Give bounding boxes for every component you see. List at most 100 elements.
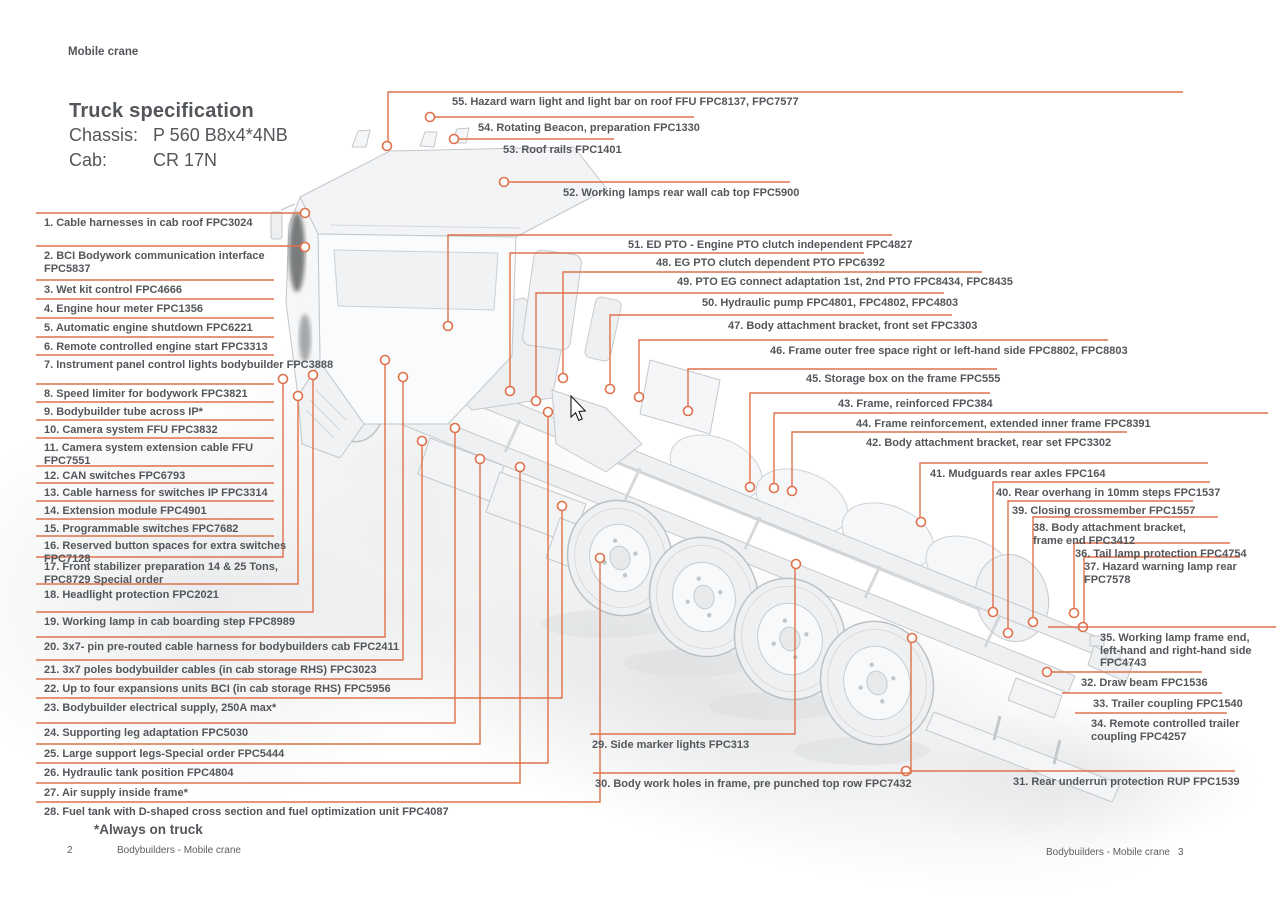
marker-47: [604, 383, 616, 395]
callout-36: 36. Tail lamp protection FPC4754: [1075, 548, 1247, 560]
leader-line-41: [919, 462, 1208, 518]
marker-32: [1041, 666, 1053, 678]
cab-value: CR 17N: [153, 150, 218, 170]
marker-18: [292, 390, 304, 402]
chassis-label: Chassis:: [69, 125, 139, 145]
marker-20: [379, 354, 391, 366]
callout-13: 13. Cable harness for switches IP FPC331…: [44, 487, 268, 499]
leader-line-51: [447, 234, 892, 322]
callout-19: 19. Working lamp in cab boarding step FP…: [44, 616, 296, 628]
wheels: [318, 357, 935, 765]
marker-40: [987, 606, 999, 618]
leader-line-45: [687, 368, 997, 407]
callout-47: 47. Body attachment bracket, front set F…: [728, 320, 978, 332]
footer-left-text: Bodybuilders - Mobile crane: [117, 845, 241, 856]
callout-28: 28. Fuel tank with D-shaped cross sectio…: [44, 806, 449, 818]
callout-6: 6. Remote controlled engine start FPC331…: [44, 341, 268, 353]
footer-right-page-number: 3: [1178, 847, 1184, 858]
leader-line-24: [36, 432, 456, 724]
marker-25: [474, 453, 486, 465]
leader-line-26: [36, 416, 549, 764]
mouse-cursor: [570, 394, 587, 422]
footer-left-page-number: 2: [67, 845, 73, 856]
marker-48: [504, 385, 516, 397]
callout-2: 2. BCI Bodywork communication interface …: [44, 250, 265, 275]
marker-45: [682, 405, 694, 417]
marker-24: [449, 422, 461, 434]
leader-line-38: [1032, 516, 1218, 618]
marker-36: [1068, 607, 1080, 619]
cab-label: Cab:: [69, 150, 108, 170]
leader-line-48: [509, 252, 864, 387]
callout-20: 20. 3x7- pin pre-routed cable harness fo…: [44, 641, 400, 653]
leader-line-30: [593, 642, 912, 774]
callout-42: 42. Body attachment bracket, rear set FP…: [866, 437, 1112, 449]
callout-7: 7. Instrument panel control lights bodyb…: [44, 359, 334, 371]
footer-right-text: Bodybuilders - Mobile crane: [1046, 847, 1170, 858]
marker-46: [633, 391, 645, 403]
callout-32: 32. Draw beam FPC1536: [1081, 677, 1208, 689]
callout-44: 44. Frame reinforcement, extended inner …: [856, 418, 1151, 430]
marker-21: [397, 371, 409, 383]
marker-39: [1002, 627, 1014, 639]
callout-40: 40. Rear overhang in 10mm steps FPC1537: [996, 487, 1221, 499]
callout-52: 52. Working lamps rear wall cab top FPC5…: [563, 187, 800, 199]
callout-37: 37. Hazard warning lamp rear FPC7578: [1084, 561, 1237, 586]
leader-line-37: [1083, 556, 1240, 623]
spec-row-cab: Cab: CR 17N: [69, 148, 288, 173]
truck-illustration: [270, 127, 1134, 803]
footnote: *Always on truck: [94, 822, 203, 837]
callout-10: 10. Camera system FFU FPC3832: [44, 424, 218, 436]
callout-25: 25. Large support legs-Special order FPC…: [44, 748, 285, 760]
callout-38: 38. Body attachment bracket, frame end F…: [1033, 522, 1186, 547]
callout-16: 16. Reserved button spaces for extra swi…: [44, 540, 287, 565]
marker-53: [448, 133, 460, 145]
marker-19: [307, 369, 319, 381]
callout-14: 14. Extension module FPC4901: [44, 505, 207, 517]
marker-31: [900, 765, 912, 777]
marker-26: [542, 406, 554, 418]
marker-27: [514, 461, 526, 473]
callout-43: 43. Frame, reinforced FPC384: [838, 398, 993, 410]
marker-51: [442, 320, 454, 332]
callout-21: 21. 3x7 poles bodybuilder cables (in cab…: [44, 664, 377, 676]
leader-line-25: [36, 463, 481, 745]
callout-4: 4. Engine hour meter FPC1356: [44, 303, 203, 315]
callout-48: 48. EG PTO clutch dependent PTO FPC6392: [656, 257, 885, 269]
callout-31: 31. Rear underrun protection RUP FPC1539: [1013, 776, 1240, 788]
leader-line-27: [36, 471, 521, 784]
callout-17: 17. Front stabilizer preparation 14 & 25…: [44, 561, 278, 586]
callout-5: 5. Automatic engine shutdown FPC6221: [44, 322, 253, 334]
callout-15: 15. Programmable switches FPC7682: [44, 523, 239, 535]
callout-53: 53. Roof rails FPC1401: [503, 144, 622, 156]
marker-41: [915, 516, 927, 528]
callout-41: 41. Mudguards rear axles FPC164: [930, 468, 1106, 480]
leader-line-47: [609, 314, 952, 385]
callout-33: 33. Trailer coupling FPC1540: [1093, 698, 1243, 710]
leader-line-20: [36, 364, 386, 638]
callout-45: 45. Storage box on the frame FPC555: [806, 373, 1001, 385]
leader-line-46: [638, 339, 1108, 393]
marker-2: [299, 241, 311, 253]
callout-29: 29. Side marker lights FPC313: [592, 739, 750, 751]
marker-23: [556, 500, 568, 512]
leader-line-36: [1073, 542, 1230, 609]
callout-18: 18. Headlight protection FPC2021: [44, 589, 219, 601]
callout-55: 55. Hazard warn light and light bar on r…: [452, 96, 799, 108]
rear-equipment: [925, 635, 1121, 803]
marker-52: [498, 176, 510, 188]
leader-line-19: [36, 379, 314, 613]
callout-11: 11. Camera system extension cable FFU FP…: [44, 442, 254, 467]
title-block: Truck specification Chassis: P 560 B8x4*…: [69, 100, 288, 173]
document-category: Mobile crane: [68, 46, 139, 58]
leader-line-55: [387, 91, 1183, 142]
chassis-value: P 560 B8x4*4NB: [153, 125, 288, 145]
marker-44: [768, 482, 780, 494]
callout-8: 8. Speed limiter for bodywork FPC3821: [44, 388, 248, 400]
cab: [270, 127, 608, 459]
leader-line-29: [590, 568, 796, 735]
marker-30: [906, 632, 918, 644]
leader-line-43: [749, 392, 990, 483]
marker-1: [299, 207, 311, 219]
